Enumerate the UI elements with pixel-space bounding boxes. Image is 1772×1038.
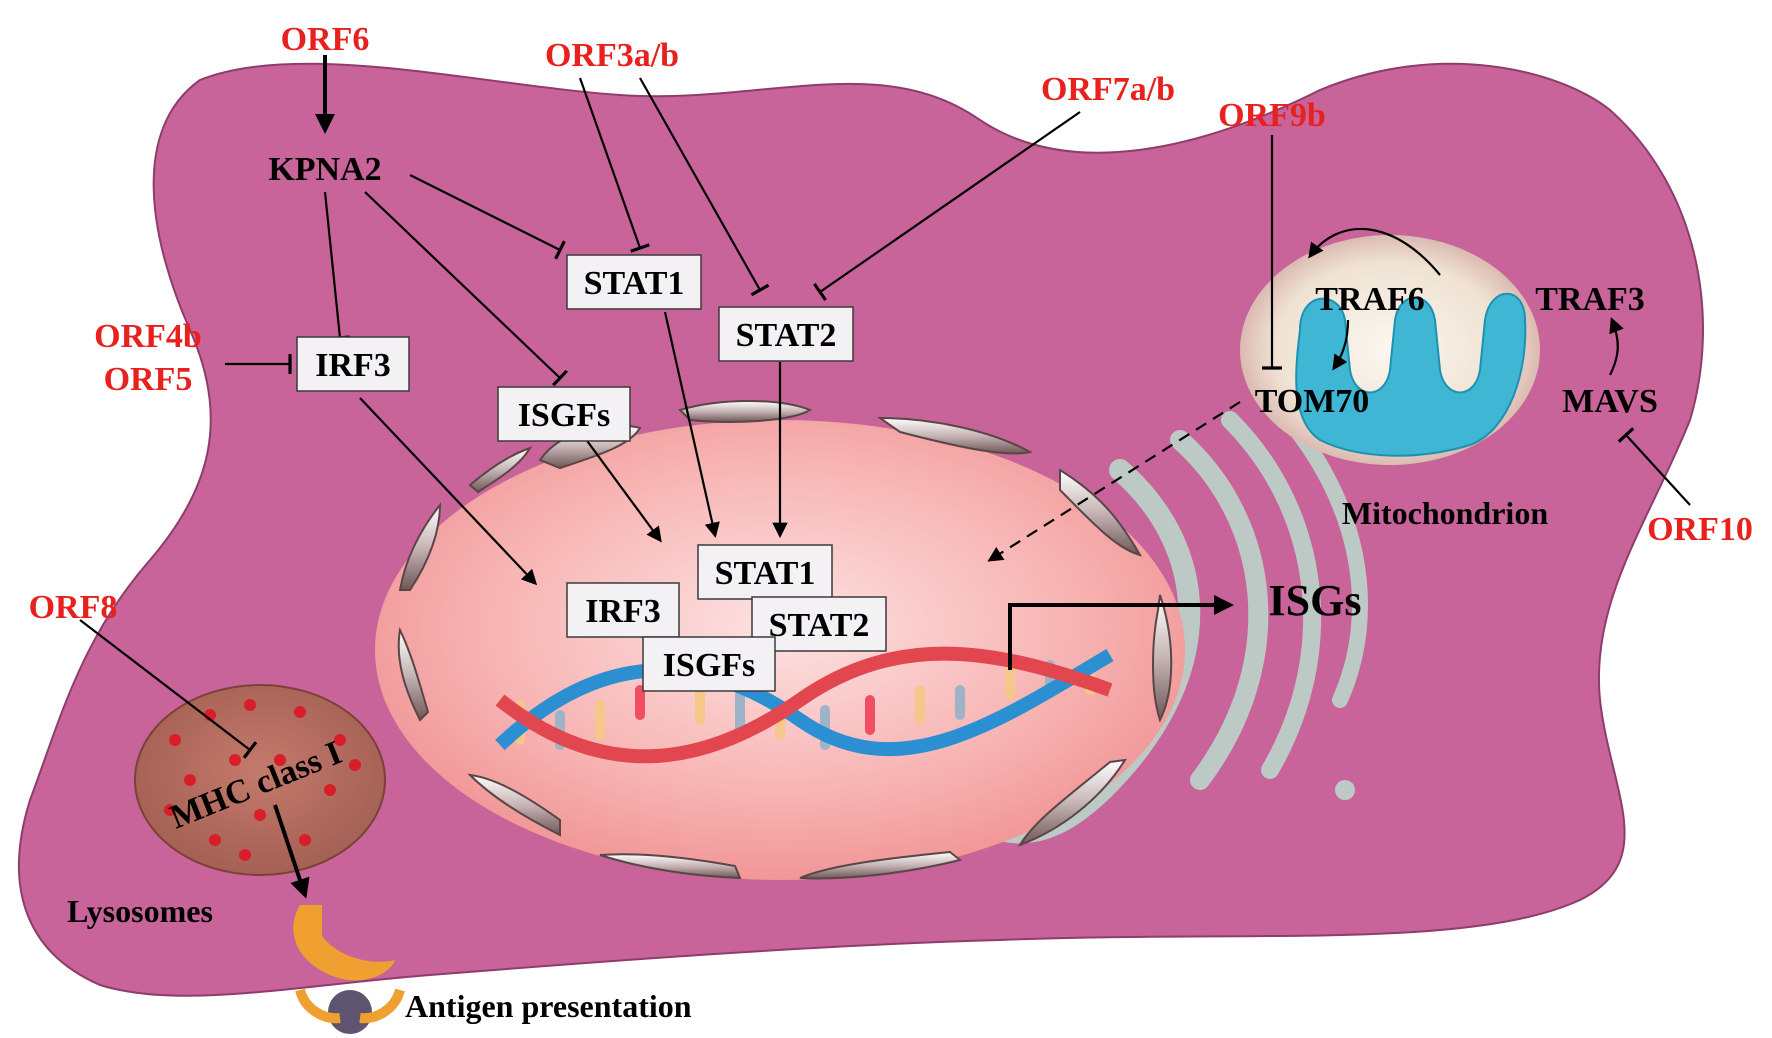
mhc-receptor-icon bbox=[293, 905, 405, 1034]
stat1-nuc-label: STAT1 bbox=[715, 555, 816, 592]
irf3-cyto-label: IRF3 bbox=[315, 347, 391, 384]
box-irf3-nuc bbox=[566, 582, 680, 638]
traf3-label: TRAF3 bbox=[1535, 281, 1645, 318]
box-stat1-cyto bbox=[566, 254, 702, 310]
isgfs-nuc-label: ISGFs bbox=[663, 647, 756, 684]
orf8-label: ORF8 bbox=[29, 589, 118, 626]
mitochondrion-label: Mitochondrion bbox=[1342, 495, 1548, 531]
mavs-label: MAVS bbox=[1562, 383, 1658, 420]
lysosomes-label: Lysosomes bbox=[67, 893, 213, 929]
mitochondrion bbox=[1240, 235, 1540, 465]
box-irf3-cyto bbox=[296, 336, 410, 392]
box-stat2-cyto bbox=[718, 306, 854, 362]
interaction-lines bbox=[79, 55, 1691, 899]
orf4b-label: ORF4b bbox=[94, 318, 202, 355]
isgs-label: ISGs bbox=[1269, 576, 1362, 625]
box-isgfs-cyto bbox=[497, 386, 631, 442]
box-isgfs-nuc bbox=[642, 636, 776, 692]
stat2-cyto-label: STAT2 bbox=[736, 317, 837, 354]
mitochondrion-cristae bbox=[1295, 292, 1527, 457]
lysosome-granules bbox=[164, 699, 361, 861]
stat2-nuc-label: STAT2 bbox=[769, 607, 870, 644]
stat1-cyto-label: STAT1 bbox=[584, 265, 685, 302]
orf7ab-label: ORF7a/b bbox=[1041, 71, 1175, 108]
box-stat1-nuc bbox=[697, 544, 833, 600]
traf6-label: TRAF6 bbox=[1315, 281, 1425, 318]
isgfs-cyto-label: ISGFs bbox=[518, 397, 611, 434]
orf9b-label: ORF9b bbox=[1218, 97, 1326, 134]
kpna2-label: KPNA2 bbox=[268, 151, 381, 188]
orf3ab-label: ORF3a/b bbox=[545, 37, 679, 74]
tom70-label: TOM70 bbox=[1255, 383, 1370, 420]
lysosome bbox=[134, 684, 386, 876]
antigen-presentation-label: Antigen presentation bbox=[405, 988, 692, 1024]
orf10-label: ORF10 bbox=[1647, 511, 1753, 548]
orf6-label: ORF6 bbox=[281, 21, 370, 58]
orf5-label: ORF5 bbox=[104, 361, 193, 398]
irf3-nuc-label: IRF3 bbox=[585, 593, 661, 630]
